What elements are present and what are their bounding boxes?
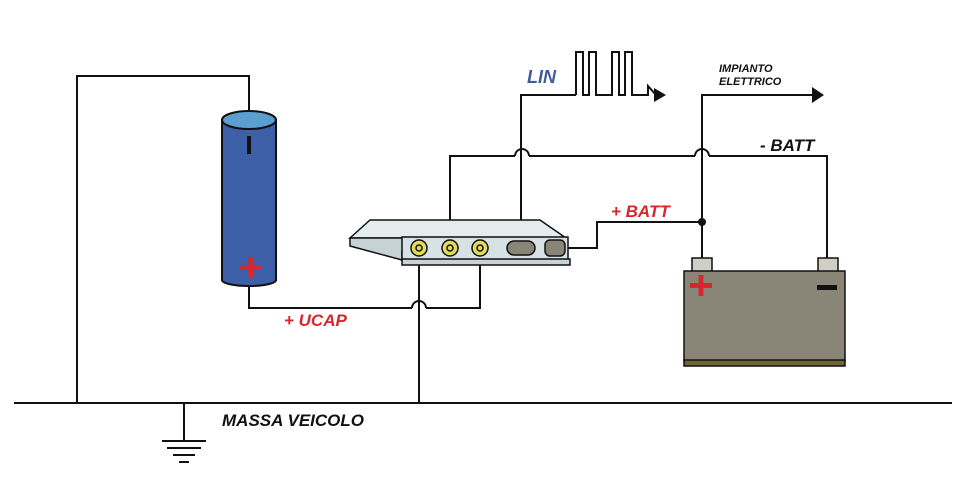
battery-minus-mark-icon <box>817 285 837 290</box>
plus-batt-label: + BATT <box>611 202 670 221</box>
ultracapacitor <box>221 110 277 287</box>
ucap-negative-wire <box>76 75 250 403</box>
wires <box>14 51 952 440</box>
minus-batt-label: - BATT <box>760 136 815 155</box>
plus-ucap-label: + UCAP <box>284 311 347 330</box>
lin-label: LIN <box>527 67 556 87</box>
ucap-minus-mark-icon <box>247 136 251 154</box>
plus-batt-wire <box>568 221 702 249</box>
minus-batt-wire-c <box>709 155 828 258</box>
ucap-positive-wire-a <box>248 283 412 309</box>
ucap-positive-wire-b <box>426 248 481 309</box>
battery <box>683 257 846 367</box>
module-connectors <box>410 239 566 257</box>
ucap-plus-mark-icon <box>240 257 262 278</box>
lin-signal-waveform <box>575 51 658 96</box>
battery-negative-terminal <box>817 257 839 273</box>
connector-lin-icon <box>506 240 536 256</box>
lin-arrow-icon <box>654 88 666 102</box>
battery-plus-mark-icon <box>690 275 712 296</box>
minus-batt-wire-a <box>449 155 515 248</box>
control-module <box>348 219 571 266</box>
ground-symbol-icon <box>162 440 206 463</box>
lin-wire <box>520 94 576 248</box>
massa-veicolo-label: MASSA VEICOLO <box>222 411 364 430</box>
impianto-wire <box>701 94 812 258</box>
impianto-label: IMPIANTO <box>719 63 773 75</box>
connector-batt-icon <box>544 239 566 257</box>
elettrico-label: ELETTRICO <box>719 76 782 88</box>
battery-positive-terminal <box>691 257 713 273</box>
impianto-arrow-icon <box>812 87 824 103</box>
junction-dot <box>698 218 706 226</box>
